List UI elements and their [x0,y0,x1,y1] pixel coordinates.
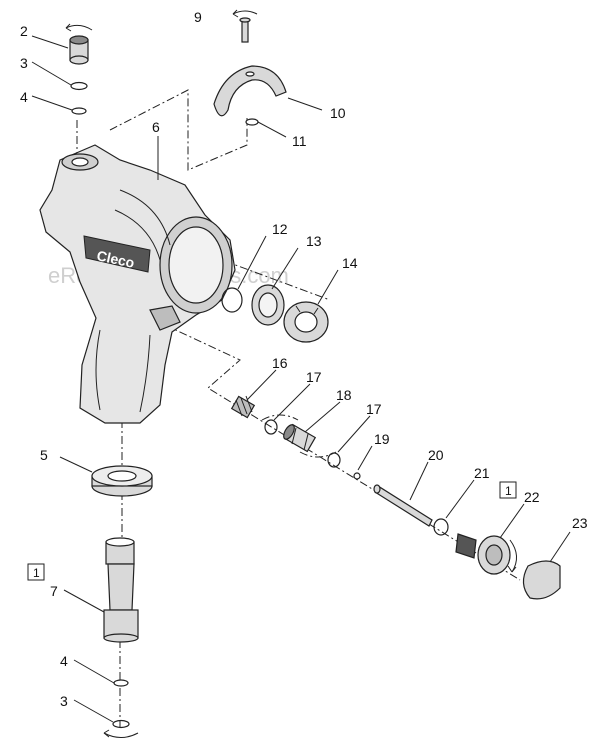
callout-12: 12 [272,221,288,237]
callout-5: 5 [40,447,48,463]
callout-23: 23 [572,515,588,531]
part-7-handle-tube [103,537,139,643]
callout-6: 6 [152,119,160,135]
callout-20: 20 [428,447,444,463]
callout-10: 10 [330,105,346,121]
callout-9: 9 [194,9,202,25]
part-18-spool [283,423,317,453]
callout-labels: 2 3 4 6 5 7 4 3 9 10 11 12 13 14 16 17 1… [20,9,588,709]
part-19-ball [353,472,361,480]
svg-text:1: 1 [33,566,40,580]
part-4-washer-bottom [113,679,129,687]
callout-2: 2 [20,23,28,39]
callout-17-a: 17 [306,369,322,385]
part-20-valve-stem [373,484,433,527]
part-3-retaining-ring-bottom [103,719,139,738]
callout-16: 16 [272,355,288,371]
callout-11: 11 [292,133,307,149]
callout-4-top: 4 [20,89,28,105]
part-9-screw [232,9,258,43]
part-14-nut [283,301,329,343]
part-2-cap [65,23,93,65]
brand-logo-text: Cleco [95,247,136,271]
part-21-o-ring [433,518,449,536]
part-5-bushing [91,465,153,497]
callout-14: 14 [342,255,358,271]
kit-box-part-7: 1 [27,563,45,581]
callout-3-top: 3 [20,55,28,71]
callout-13: 13 [306,233,322,249]
part-23-trigger-knob [522,560,561,600]
svg-text:1: 1 [505,484,512,498]
part-10-clip [213,65,287,117]
part-11-washer [245,118,259,126]
part-13-plate [251,284,285,326]
callout-7: 7 [50,583,58,599]
callout-19: 19 [374,431,390,447]
callout-4-bottom: 4 [60,653,68,669]
part-16-spring [230,395,256,419]
part-17-o-ring-a [264,419,278,435]
part-17-o-ring-b [327,452,341,468]
leader-lines [31,35,571,723]
callout-17-b: 17 [366,401,382,417]
part-3-retaining-ring-top [70,81,88,91]
part-12-o-ring [221,287,243,313]
callout-21: 21 [474,465,490,481]
kit-box-part-22: 1 [499,481,517,499]
callout-3-bottom: 3 [60,693,68,709]
callout-18: 18 [336,387,352,403]
part-4-washer-top [71,107,87,115]
housing-part-6: Cleco [39,144,236,424]
callout-22: 22 [524,489,540,505]
part-22-valve-assembly [455,533,517,575]
